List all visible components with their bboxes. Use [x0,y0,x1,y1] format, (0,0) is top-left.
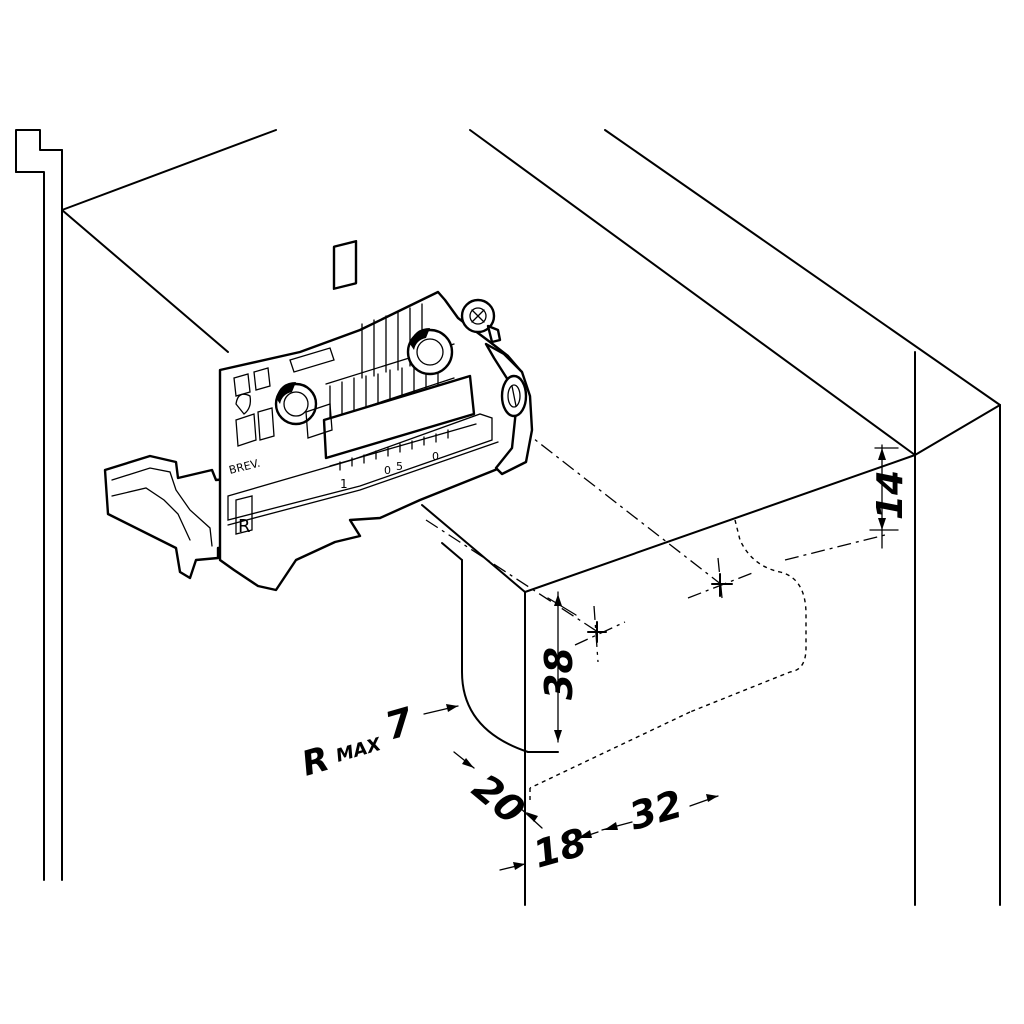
dimension-hole-distance: 32 [601,782,719,839]
dimension-radius: R MAX 7 [297,699,459,785]
radius-value-label: 7 [380,699,418,749]
scale-ticks [339,429,449,471]
scale-number-3: 5 [396,460,403,473]
dimension-bottom-offset: 20 [453,751,543,833]
radius-max-label: MAX [334,734,385,767]
dim-32-label: 32 [624,782,687,839]
dim-38-label: 38 [537,647,581,700]
cam-screw-right [406,328,454,376]
fitting-left-details [233,347,335,535]
center-lines [425,427,886,663]
hidden-recess-outline [529,519,807,800]
cabinet-top-edge [61,129,277,353]
adjustment-screw-front [500,374,528,418]
drawer-front-panel [421,454,916,906]
scale-number-1: 1 [340,477,348,491]
dim-18-label: 18 [528,820,591,877]
drawer-top-surface [469,129,1001,906]
dim-14-label: 14 [870,470,911,520]
dimension-bore-height: 38 [537,591,581,743]
drawer-fitting-bracket: BREV. R 1 0 5 0 [103,240,534,592]
cabinet-side-panel [15,129,63,881]
adjustment-screw-top [460,298,502,344]
radius-r-label: R [297,739,333,785]
dimension-panel-thickness: 18 [499,820,599,877]
scale-number-4: 0 [432,450,439,463]
side-label: R [238,516,251,537]
drill-point-markers [587,573,733,643]
dim-20-label: 20 [464,765,533,833]
scale-number-2: 0 [384,464,391,477]
dimension-top-offset: 14 [869,444,911,549]
cam-screw-left [274,382,318,426]
